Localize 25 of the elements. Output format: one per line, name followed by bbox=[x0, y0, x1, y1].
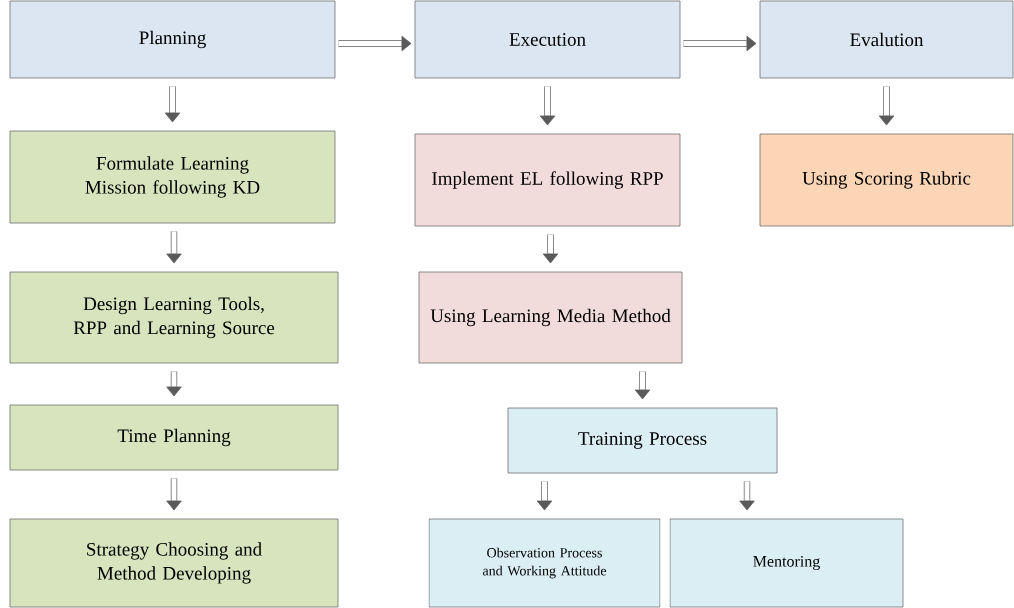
arrow bbox=[634, 371, 651, 400]
arrow bbox=[164, 86, 181, 123]
process-box: Formulate Learning Mission following KD bbox=[9, 130, 336, 224]
arrow bbox=[166, 231, 182, 264]
arrow bbox=[536, 481, 553, 511]
arrow bbox=[739, 481, 755, 511]
process-box: Mentoring bbox=[669, 518, 904, 608]
arrow bbox=[539, 86, 556, 126]
process-box: Using Learning Media Method bbox=[418, 271, 683, 364]
process-box: Execution bbox=[414, 0, 681, 79]
process-box: Time Planning bbox=[9, 404, 339, 471]
arrow bbox=[542, 234, 559, 264]
process-box: Planning bbox=[9, 0, 336, 79]
process-box: Strategy Choosing and Method Developing bbox=[9, 518, 339, 608]
process-box: Design Learning Tools, RPP and Learning Source bbox=[9, 271, 339, 364]
arrow bbox=[683, 35, 757, 52]
process-box: Implement EL following RPP bbox=[414, 133, 681, 227]
arrow bbox=[166, 371, 182, 397]
process-box: Using Scoring Rubric bbox=[759, 133, 1014, 227]
arrow bbox=[166, 478, 182, 511]
arrow bbox=[878, 86, 895, 126]
arrow bbox=[338, 35, 412, 52]
process-box: Training Process bbox=[507, 407, 778, 474]
process-box: Observation Process and Working Attitude bbox=[428, 518, 661, 608]
process-box: Evalution bbox=[759, 0, 1014, 79]
